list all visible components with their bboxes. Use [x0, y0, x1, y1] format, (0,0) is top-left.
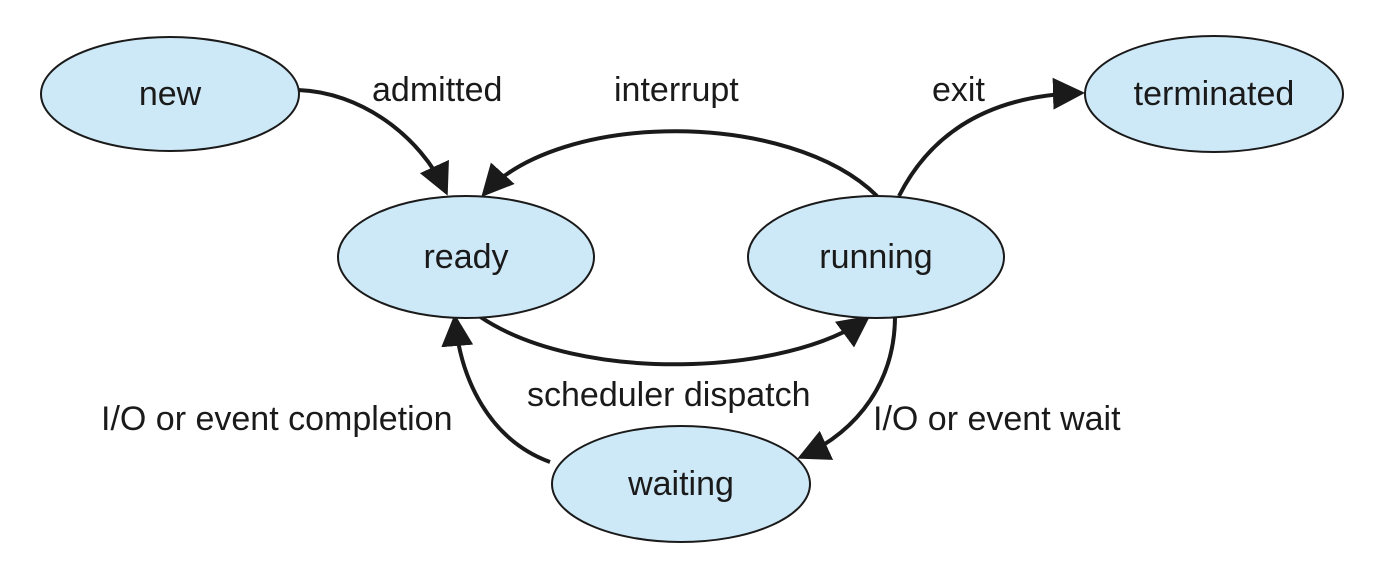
state-running-label: running	[819, 238, 932, 276]
state-running: running	[747, 195, 1005, 319]
state-waiting: waiting	[551, 425, 811, 543]
admitted-arrow	[297, 88, 449, 196]
admitted-label: admitted	[372, 71, 502, 109]
io-event-completion-arrow	[441, 314, 551, 464]
interrupt-label: interrupt	[614, 71, 739, 109]
state-terminated-label: terminated	[1134, 75, 1295, 113]
interrupt-arrow	[481, 129, 879, 198]
scheduler-dispatch-label: scheduler dispatch	[527, 376, 811, 414]
state-terminated: terminated	[1084, 35, 1344, 153]
scheduler-dispatch-arrow	[477, 314, 871, 367]
state-ready-ellipse	[337, 195, 595, 319]
exit-label: exit	[932, 71, 985, 109]
io-event-wait-label: I/O or event wait	[873, 400, 1121, 438]
state-waiting-ellipse	[551, 425, 811, 543]
state-terminated-ellipse	[1084, 35, 1344, 153]
state-new-ellipse	[40, 36, 300, 152]
state-ready-label: ready	[423, 238, 508, 276]
io-event-wait-arrow	[797, 315, 897, 460]
io-event-completion-label: I/O or event completion	[101, 400, 453, 438]
state-new-label: new	[139, 75, 202, 113]
state-new: new	[40, 36, 300, 152]
state-running-ellipse	[747, 195, 1005, 319]
state-ready: ready	[337, 195, 595, 319]
state-waiting-label: waiting	[627, 465, 734, 503]
exit-arrow	[897, 77, 1085, 197]
